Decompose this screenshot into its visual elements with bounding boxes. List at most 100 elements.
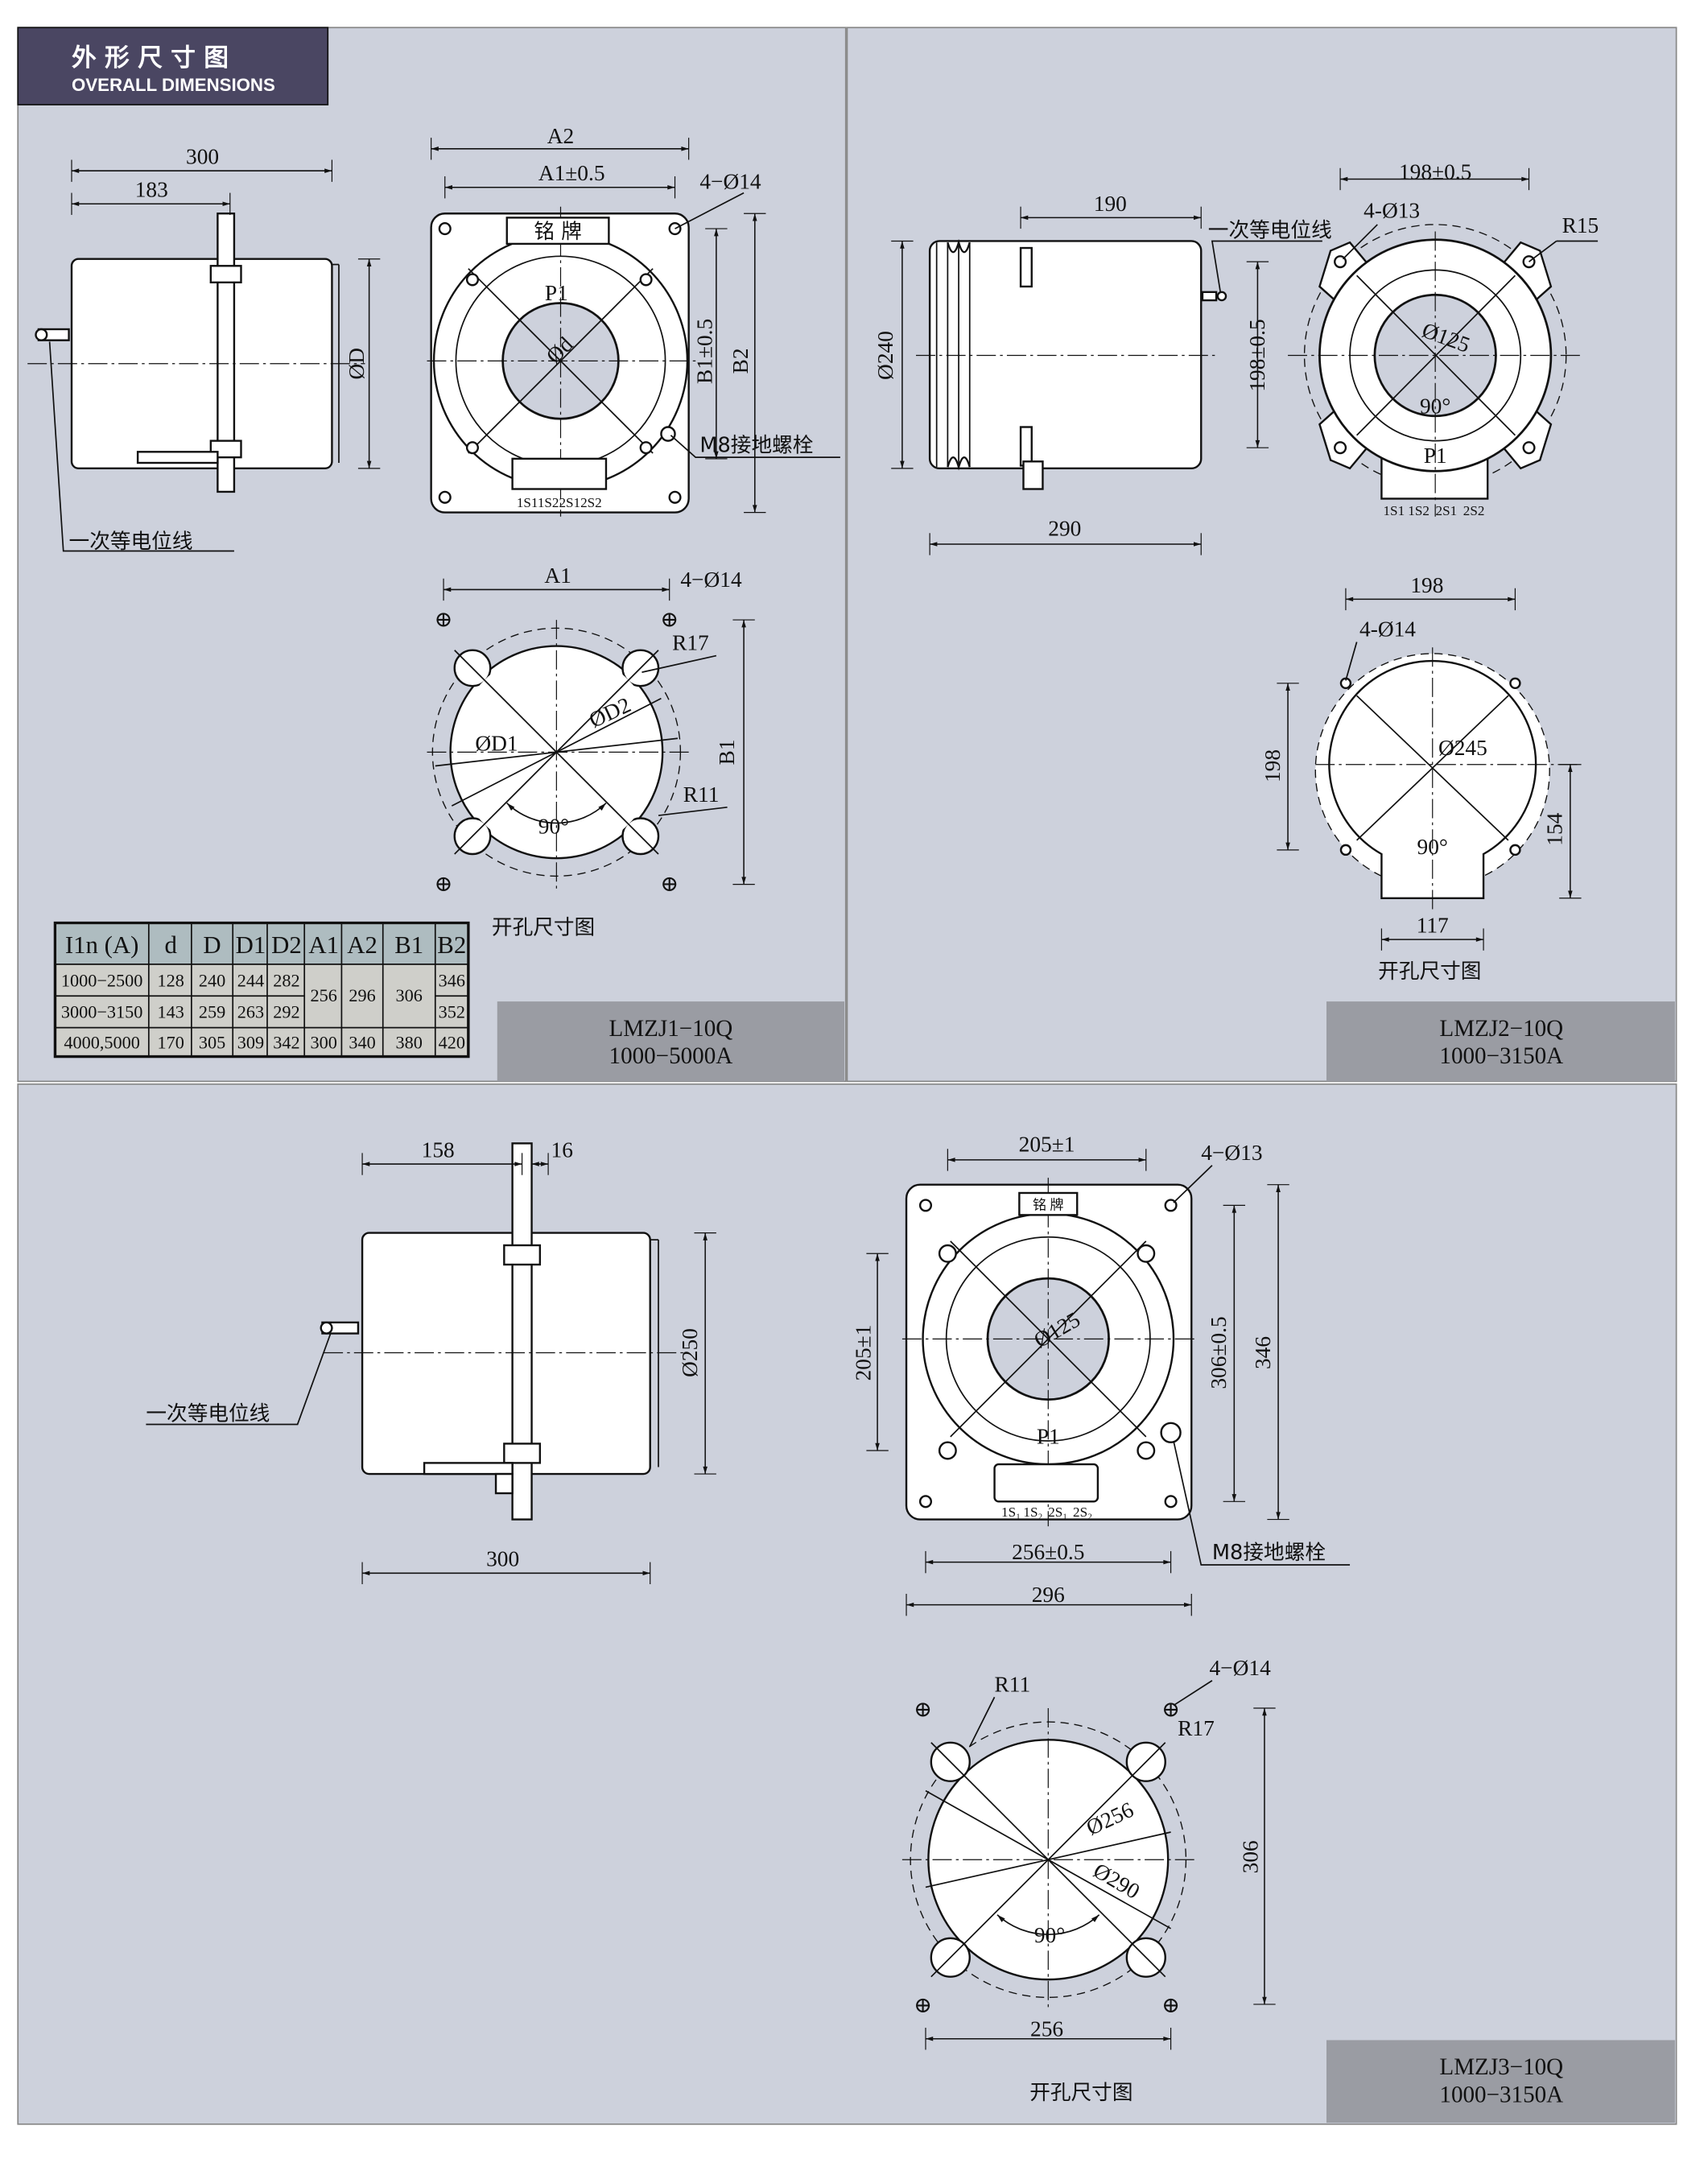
p3-cutout-view: ⊕ ⊕ ⊕ ⊕ R11 4−Ø14 R17 Ø256 Ø290 90° 306 … xyxy=(901,1656,1272,2105)
dim-154: 154 xyxy=(1543,812,1567,845)
table-cell: 282 xyxy=(273,970,299,990)
dim-306: 306±0.5 xyxy=(1207,1316,1231,1389)
table-cell: 143 xyxy=(158,1002,184,1022)
holes-label: 4−Ø14 xyxy=(1210,1656,1272,1680)
table-cell: 306 xyxy=(396,985,423,1005)
p3-front-view: 铭 牌 Ø125 P1 1S₁ 1S₂ 2S₁ 2S₂ 205±1 4−Ø13 … xyxy=(852,1133,1351,1607)
model-range: 1000−5000A xyxy=(609,1043,733,1069)
dim-16: 16 xyxy=(551,1137,573,1162)
terminal-label: 1S1 xyxy=(1384,503,1405,518)
p1-cutout-view: ⊕ ⊕ ⊕ ⊕ A1 4−Ø14 R17 ØD1 ØD2 B1 R11 90° … xyxy=(427,563,742,939)
equipotential-terminal-icon xyxy=(35,328,70,341)
cutout-title: 开孔尺寸图 xyxy=(1378,960,1481,984)
cross-mark: ⊕ xyxy=(914,1697,932,1721)
table-row: 3000−3150 143 259 263 292 352 xyxy=(61,1002,465,1022)
dim-198-horizontal: 198 xyxy=(1410,573,1443,597)
model-name: LMZJ2−10Q xyxy=(1439,1016,1563,1042)
mounting-holes xyxy=(438,222,682,504)
r17-label: R17 xyxy=(1178,1716,1215,1740)
terminal-label: 2S₂ xyxy=(1073,1504,1092,1520)
dim-290: 290 xyxy=(1048,517,1081,541)
dim-a2: A2 xyxy=(547,124,574,148)
p1-label: P1 xyxy=(1037,1424,1060,1448)
cross-mark: ⊕ xyxy=(914,1993,932,2017)
terminal-labels: 1S1 1S2 2S1 2S2 xyxy=(1384,503,1485,518)
table-cell: 296 xyxy=(349,985,375,1005)
p2-side-view: 一次等电位线 190 290 Ø240 xyxy=(873,192,1332,541)
model-label-lmzj2: LMZJ2−10Q 1000−3150A xyxy=(1326,1001,1675,1082)
p2-front-view: 198±0.5 4-Ø13 R15 198±0.5 Ø125 90° P1 1S… xyxy=(1245,159,1599,518)
model-name: LMZJ3−10Q xyxy=(1439,2054,1563,2080)
page-header: 外形尺寸图 OVERALL DIMENSIONS xyxy=(17,27,329,105)
table-header: A2 xyxy=(347,931,377,959)
holes-label: 4-Ø14 xyxy=(1359,617,1416,642)
holes-label: 4−Ø13 xyxy=(1201,1141,1262,1165)
dim-a1: A1±0.5 xyxy=(538,161,605,185)
holes-label: 4−Ø14 xyxy=(680,568,742,592)
table-merged-cells: 256 296 306 xyxy=(310,985,422,1005)
holes-label: 4-Ø13 xyxy=(1364,198,1420,222)
r11-label: R11 xyxy=(683,782,720,807)
dim-256: 256 xyxy=(1030,2016,1063,2041)
terminal-label: 2S2 xyxy=(1463,503,1485,518)
table-cell: 300 xyxy=(310,1032,336,1052)
holes-label: 4−Ø14 xyxy=(699,169,761,193)
dim-117: 117 xyxy=(1417,914,1449,938)
p3-side-view: 一次等电位线 158 16 300 Ø250 xyxy=(146,1137,702,1570)
dim-b1: B1 xyxy=(715,739,739,765)
mounting-holes xyxy=(918,1199,1182,1509)
table-header: d xyxy=(164,931,177,959)
ground-bolt-label: M8接地螺栓 xyxy=(1212,1541,1326,1565)
p1-rating-table: I1n (A) d D D1 D2 A1 A2 B1 B2 1000−2500 … xyxy=(53,921,470,1059)
model-label-lmzj1: LMZJ1−10Q 1000−5000A xyxy=(497,1001,845,1082)
table-cell: 256 xyxy=(310,985,336,1005)
dim-b1: B1±0.5 xyxy=(693,319,717,384)
table-cell: 3000−3150 xyxy=(61,1002,142,1022)
equipotential-label: 一次等电位线 xyxy=(69,530,193,554)
dia-label: Ø245 xyxy=(1438,736,1487,760)
dim-300: 300 xyxy=(486,1547,519,1571)
terminal-labels: 1S11S22S12S2 xyxy=(517,495,602,510)
terminal-label: 1S₁ xyxy=(1001,1504,1021,1520)
r17-label: R17 xyxy=(672,631,709,655)
angle-label: 90° xyxy=(1420,394,1450,418)
table-cell: 263 xyxy=(237,1002,264,1022)
dim-198-horizontal: 198±0.5 xyxy=(1399,159,1471,184)
dim-306: 306 xyxy=(1238,1840,1262,1873)
p2-cutout-view: 198 4-Ø14 198 Ø245 90° 154 117 开孔尺寸图 xyxy=(1260,573,1582,984)
table-cell: 292 xyxy=(273,1002,299,1022)
table-row: 1000−2500 128 240 244 282 346 xyxy=(61,970,465,990)
cross-mark: ⊕ xyxy=(1161,1697,1180,1721)
table-header: D1 xyxy=(236,931,266,959)
table-row: 4000,5000 170 305 309 342 300 340 380 42… xyxy=(64,1032,465,1052)
dim-od: ØD xyxy=(344,348,369,380)
dim-od: Ø250 xyxy=(678,1328,702,1377)
table-header: A1 xyxy=(308,931,339,959)
p1-label: P1 xyxy=(1424,444,1447,468)
panel-lmzj3 xyxy=(17,1083,1677,2125)
table-cell: 128 xyxy=(158,970,184,990)
dim-190: 190 xyxy=(1094,192,1127,216)
model-label-lmzj3: LMZJ3−10Q 1000−3150A xyxy=(1326,2040,1675,2124)
table-cell: 4000,5000 xyxy=(64,1032,139,1052)
dim-183: 183 xyxy=(135,178,168,202)
header-title-en: OVERALL DIMENSIONS xyxy=(72,75,275,95)
table-header-row: I1n (A) d D D1 D2 A1 A2 B1 B2 xyxy=(65,931,466,959)
table-cell: 170 xyxy=(158,1032,184,1052)
equipotential-label: 一次等电位线 xyxy=(146,1401,270,1426)
table-header: B1 xyxy=(394,931,423,959)
dimension-lines xyxy=(71,138,1582,2050)
table-cell: 1000−2500 xyxy=(61,970,142,990)
table-cell: 340 xyxy=(349,1032,375,1052)
angle-label: 90° xyxy=(1034,1923,1065,1947)
table-cell: 380 xyxy=(396,1032,423,1052)
dim-300: 300 xyxy=(186,145,219,169)
cross-mark: ⊕ xyxy=(435,872,453,896)
dim-od: Ø240 xyxy=(873,331,897,380)
table-cell: 352 xyxy=(439,1002,465,1022)
cross-mark: ⊕ xyxy=(660,608,679,632)
table-cell: 240 xyxy=(199,970,225,990)
r15-label: R15 xyxy=(1562,213,1599,237)
dim-205-vertical: 205±1 xyxy=(852,1325,876,1381)
table-header: I1n (A) xyxy=(65,931,139,959)
